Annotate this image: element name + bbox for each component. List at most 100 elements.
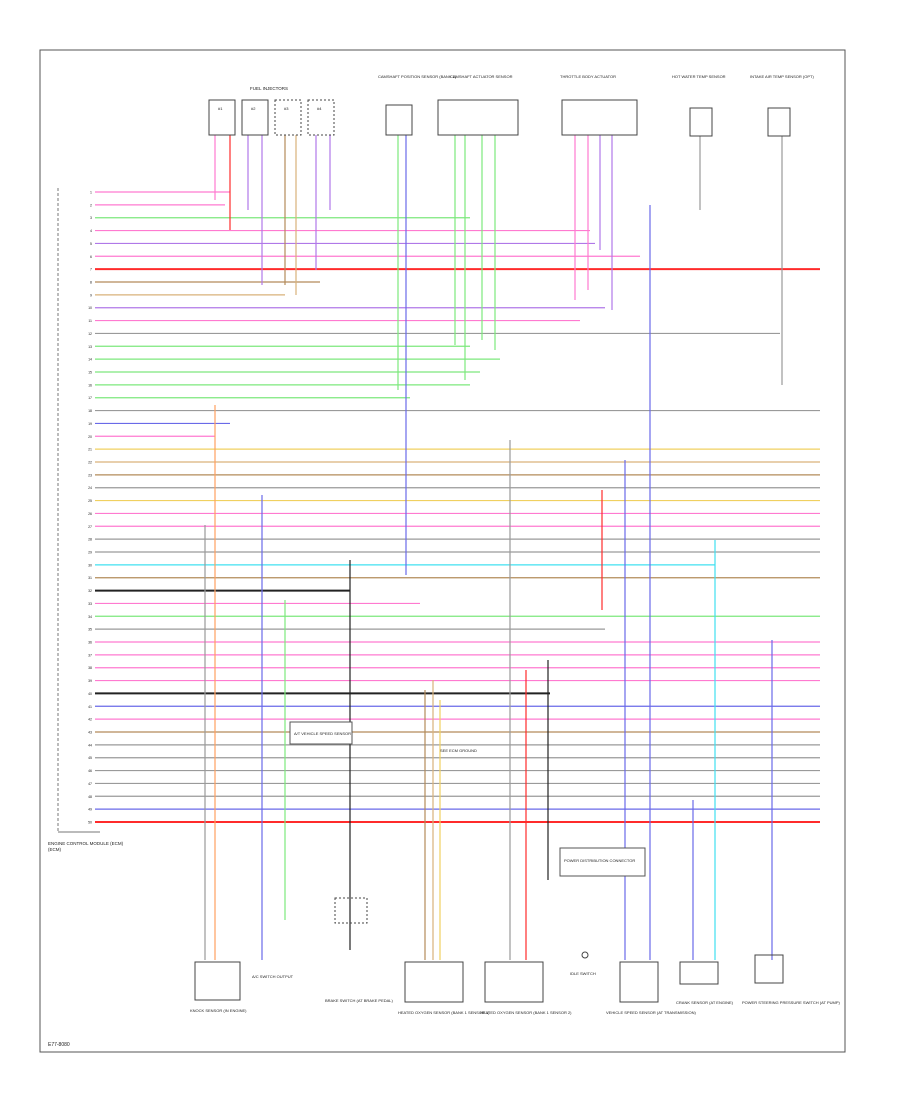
knock-sensor-label: KNOCK SENSOR (IN ENGINE)	[190, 1008, 247, 1013]
pin-number: 22	[88, 461, 92, 465]
pin-number: 14	[88, 358, 92, 362]
callout-1-box	[289, 721, 353, 745]
fuel-injectors-label: FUEL INJECTORS	[250, 86, 288, 91]
pin-number: 5	[90, 242, 92, 246]
pin-number: 34	[88, 615, 92, 619]
callout-1-label: A/T VEHICLE SPEED SENSOR	[294, 731, 351, 736]
injector-3-box	[274, 99, 302, 136]
corner-code: E77-8080	[48, 1042, 70, 1048]
pin-number: 24	[88, 486, 92, 490]
pin-number: 23	[88, 473, 92, 477]
callout-2-label: SEE ECM GROUND	[440, 748, 477, 753]
ecm-note: (ECM)	[48, 847, 61, 852]
pin-number: 11	[88, 319, 92, 323]
idle-air-label: A/C SWITCH OUTPUT	[252, 974, 294, 979]
heated-o2-rear-box	[484, 961, 544, 1003]
pin-number: 18	[88, 409, 92, 413]
intake-air-temp-group: INTAKE AIR TEMP SENSOR (OPT)	[750, 74, 814, 137]
pin-number: 29	[88, 551, 92, 555]
pin-number: 35	[88, 628, 92, 632]
injector-1-box	[208, 99, 236, 136]
hot-water-temp-label: HOT WATER TEMP SENSOR	[672, 74, 726, 79]
callout-3-label: POWER DISTRIBUTION CONNECTOR	[564, 858, 635, 863]
bottom-components: KNOCK SENSOR (IN ENGINE) A/C SWITCH OUTP…	[190, 897, 841, 1015]
fuel-injectors-group: FUEL INJECTORS #1 #2 #3 #4	[208, 86, 335, 136]
pin-number: 8	[90, 281, 92, 285]
ecm-label: ENGINE CONTROL MODULE (ECM)	[48, 841, 124, 846]
pin-number: 38	[88, 666, 92, 670]
pin-number: 39	[88, 679, 92, 683]
pin-number: 31	[88, 576, 92, 580]
pin-number: 45	[88, 756, 92, 760]
pin-number: 37	[88, 653, 92, 657]
pin-number: 17	[88, 396, 92, 400]
pin-number: 50	[88, 821, 92, 825]
pin-number: 21	[88, 448, 92, 452]
pin-number: 1	[90, 191, 92, 195]
pin-number: 4	[90, 229, 92, 233]
pin-number: 12	[88, 332, 92, 336]
pin-number: 28	[88, 538, 92, 542]
pin-number: 36	[88, 641, 92, 645]
knock-sensor-box	[194, 961, 241, 1001]
pin-number: 49	[88, 808, 92, 812]
pin-number: 15	[88, 371, 92, 375]
pin-number: 32	[88, 589, 92, 593]
idle-switch-label: IDLE SWITCH	[570, 971, 596, 976]
pin-number: 48	[88, 795, 92, 799]
camshaft-sensor-label: CAMSHAFT POSITION SENSOR (BANK 1)	[378, 74, 457, 79]
pin-number: 13	[88, 345, 92, 349]
throttle-body-box	[561, 99, 638, 136]
pin-number: 25	[88, 499, 92, 503]
throttle-body-group: THROTTLE BODY ACTUATOR	[560, 74, 638, 136]
pin-number: 47	[88, 782, 92, 786]
callouts: A/T VEHICLE SPEED SENSOR SEE ECM GROUND …	[289, 721, 646, 877]
power-steering-box	[754, 954, 784, 984]
intake-air-temp-box	[767, 107, 791, 137]
camshaft-actuator-box	[437, 99, 519, 136]
pin-number: 19	[88, 422, 92, 426]
pin-number: 7	[90, 268, 92, 272]
crank-sensor-label: CRANK SENSOR (AT ENGINE)	[676, 1000, 734, 1005]
pin-number: 27	[88, 525, 92, 529]
pin-number: 43	[88, 731, 92, 735]
pin-number: 26	[88, 512, 92, 516]
hot-water-temp-box	[689, 107, 713, 137]
brake-switch-box	[334, 897, 368, 924]
pin-number: 30	[88, 563, 92, 567]
heated-o2-rear-label: HEATED OXYGEN SENSOR (BANK 1 SENSOR 2)	[480, 1010, 572, 1015]
hot-water-temp-group: HOT WATER TEMP SENSOR	[672, 74, 726, 137]
pin-number: 40	[88, 692, 92, 696]
intake-air-temp-label: INTAKE AIR TEMP SENSOR (OPT)	[750, 74, 814, 79]
vehicle-speed-box	[619, 961, 659, 1003]
callout-3-box	[559, 847, 646, 877]
pin-number: 33	[88, 602, 92, 606]
pin-number: 44	[88, 743, 92, 747]
crank-sensor-box	[679, 961, 719, 985]
camshaft-sensor-group: CAMSHAFT POSITION SENSOR (BANK 1)	[378, 74, 457, 136]
pin-number: 16	[88, 383, 92, 387]
horizontal-wires	[95, 191, 820, 823]
pin-number: 9	[90, 293, 92, 297]
diagram-border	[39, 49, 846, 1053]
injector-1-label: #1	[218, 106, 223, 111]
pin-number: 2	[90, 203, 92, 207]
brake-switch-label: BRAKE SWITCH (AT BRAKE PEDAL)	[325, 998, 394, 1003]
heated-o2-front-box	[404, 961, 464, 1003]
camshaft-actuator-label: CAMSHAFT ACTUATOR SENSOR	[450, 74, 513, 79]
pin-number: 6	[90, 255, 92, 259]
idle-switch-symbol	[581, 951, 589, 959]
injector-2-label: #2	[251, 106, 256, 111]
injector-4-box	[307, 99, 335, 136]
vehicle-speed-label: VEHICLE SPEED SENSOR (AT TRANSMISSION)	[606, 1010, 696, 1015]
camshaft-actuator-group: CAMSHAFT ACTUATOR SENSOR	[437, 74, 519, 136]
vertical-wires	[204, 135, 783, 960]
pin-number: 46	[88, 769, 92, 773]
heated-o2-front-label: HEATED OXYGEN SENSOR (BANK 1 SENSOR 1)	[398, 1010, 490, 1015]
throttle-body-label: THROTTLE BODY ACTUATOR	[560, 74, 616, 79]
camshaft-sensor-box	[385, 104, 413, 136]
pin-number: 42	[88, 718, 92, 722]
pin-number: 41	[88, 705, 92, 709]
pin-number: 3	[90, 216, 92, 220]
pin-labels: 1234567891011121314151617181920212223242…	[88, 191, 92, 825]
